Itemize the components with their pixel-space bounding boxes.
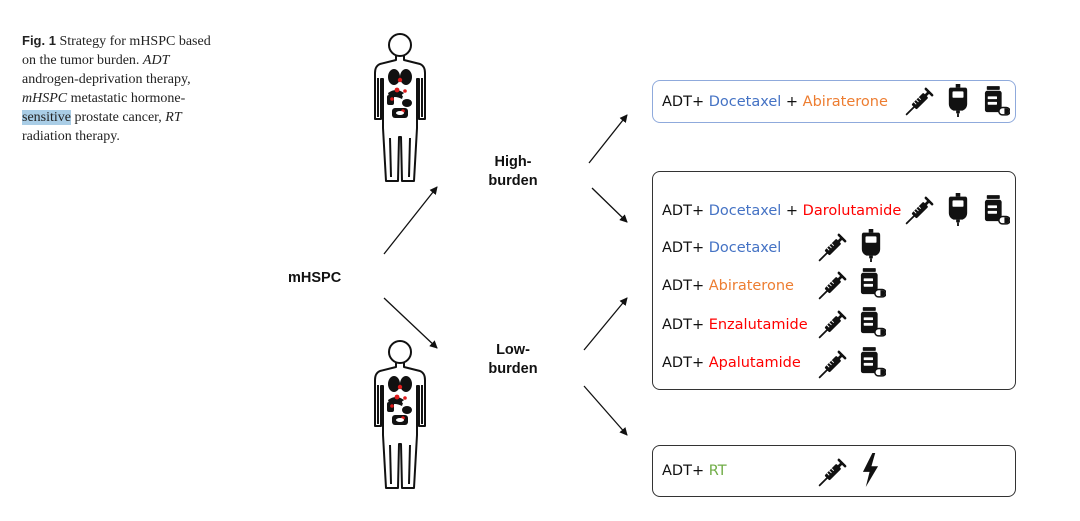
drug-darolutamide: Darolutamide: [802, 203, 902, 219]
caption-text-3: metastatic hormone-: [67, 91, 186, 106]
figure-label: Fig. 1: [22, 33, 56, 48]
root-label: mHSPC: [288, 270, 342, 286]
plus-sign: +: [781, 203, 803, 219]
plus-sign: +: [781, 94, 803, 110]
caption-abbr-adt: ADT: [142, 53, 170, 68]
arrow-low-to-rt: [583, 385, 628, 436]
adt-prefix: ADT+: [662, 355, 709, 371]
pill-bottle-icon: [860, 268, 886, 298]
caption-abbr-rt: RT: [165, 110, 182, 125]
arrow-root-to-low: [383, 297, 438, 349]
high-burden-label-line-1: High-: [494, 154, 532, 170]
regimen-adt-enzalutamide: ADT+ Enzalutamide: [662, 315, 808, 335]
caption-abbr-mhspc: mHSPC: [22, 91, 68, 106]
caption-text-2: androgen-deprivation therapy,: [22, 72, 191, 87]
drug-docetaxel: Docetaxel: [708, 203, 782, 219]
caption-text-1: Strategy for mHSPC based on the tumor bu…: [22, 34, 211, 68]
adt-prefix: ADT+: [662, 203, 709, 219]
syringe-icon: [818, 455, 850, 487]
high-burden-label: High- burden: [478, 153, 548, 191]
pill-bottle-icon: [984, 195, 1010, 225]
syringe-icon: [905, 84, 937, 116]
drug-docetaxel: Docetaxel: [708, 94, 782, 110]
low-burden-label-line-2: burden: [488, 361, 538, 377]
caption-highlight[interactable]: sensitive: [22, 110, 71, 125]
adt-prefix: ADT+: [662, 94, 709, 110]
syringe-icon: [818, 347, 850, 379]
caption-text-4: prostate cancer,: [71, 110, 166, 125]
iv-bag-icon: [947, 84, 969, 117]
drug-enzalutamide: Enzalutamide: [708, 317, 808, 333]
syringe-icon: [818, 268, 850, 300]
adt-prefix: ADT+: [662, 278, 709, 294]
caption-text-5: radiation therapy.: [22, 129, 120, 144]
drug-abiraterone: Abiraterone: [802, 94, 888, 110]
syringe-icon: [905, 193, 937, 225]
pill-bottle-icon: [860, 307, 886, 337]
arrow-low-to-combo: [583, 297, 628, 351]
drug-abiraterone: Abiraterone: [708, 278, 794, 294]
high-burden-label-line-2: burden: [488, 173, 538, 189]
regimen-adt-docetaxel-abiraterone: ADT+ Docetaxel + Abiraterone: [662, 92, 888, 112]
iv-bag-icon: [947, 193, 969, 226]
regimen-adt-docetaxel-darolutamide: ADT+ Docetaxel + Darolutamide: [662, 201, 901, 221]
adt-prefix: ADT+: [662, 240, 709, 256]
pill-bottle-icon: [860, 347, 886, 377]
regimen-adt-rt: ADT+ RT: [662, 461, 727, 481]
arrow-high-to-triple: [588, 114, 628, 164]
regimen-adt-apalutamide: ADT+ Apalutamide: [662, 353, 801, 373]
syringe-icon: [818, 307, 850, 339]
regimen-adt-docetaxel: ADT+ Docetaxel: [662, 238, 781, 258]
drug-docetaxel: Docetaxel: [708, 240, 782, 256]
adt-prefix: ADT+: [662, 317, 709, 333]
arrow-high-to-combo: [591, 187, 628, 223]
syringe-icon: [818, 230, 850, 262]
adt-prefix: ADT+: [662, 463, 709, 479]
treatment-rt: RT: [708, 463, 727, 479]
pill-bottle-icon: [984, 86, 1010, 116]
arrow-root-to-high: [383, 186, 438, 255]
regimen-adt-abiraterone: ADT+ Abiraterone: [662, 276, 794, 296]
low-burden-label: Low- burden: [478, 341, 548, 379]
low-burden-label-line-1: Low-: [496, 342, 530, 358]
lightning-icon: [861, 453, 880, 487]
iv-bag-icon: [860, 229, 882, 262]
figure-caption: Fig. 1 Strategy for mHSPC based on the t…: [22, 31, 222, 146]
drug-apalutamide: Apalutamide: [708, 355, 801, 371]
